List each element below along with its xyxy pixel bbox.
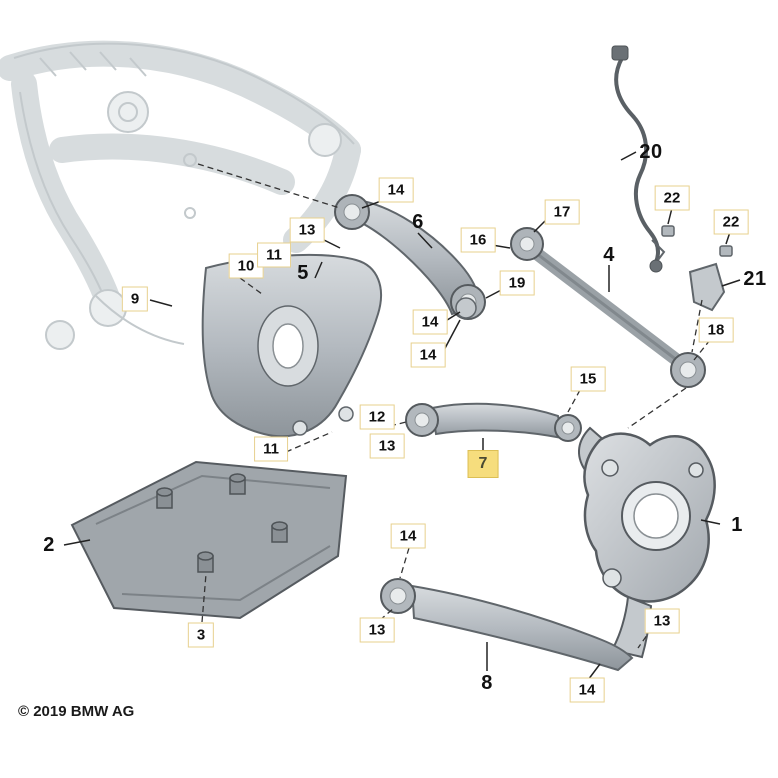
part-21-bracket bbox=[688, 262, 726, 312]
part-1-wheel-carrier bbox=[578, 426, 716, 659]
copyright-text: © 2019 BMW AG bbox=[18, 703, 135, 720]
part-label-11[interactable]: 11 bbox=[254, 436, 288, 462]
part-label-17[interactable]: 17 bbox=[544, 199, 580, 225]
part-label-14[interactable]: 14 bbox=[390, 523, 426, 549]
part-label-14[interactable]: 14 bbox=[569, 677, 605, 703]
part-label-8[interactable]: 8 bbox=[481, 672, 493, 694]
part-label-22[interactable]: 22 bbox=[713, 209, 749, 235]
part-label-6[interactable]: 6 bbox=[412, 211, 424, 233]
part-4-toe-arm bbox=[510, 227, 706, 388]
part-22-clips bbox=[651, 225, 733, 261]
part-label-14[interactable]: 14 bbox=[412, 309, 448, 335]
part-label-13[interactable]: 13 bbox=[369, 433, 405, 459]
part-label-15[interactable]: 15 bbox=[570, 366, 606, 392]
subframe-illustration bbox=[0, 40, 361, 350]
part-3-studs bbox=[156, 473, 288, 573]
part-label-18[interactable]: 18 bbox=[698, 317, 734, 343]
part-label-14[interactable]: 14 bbox=[410, 342, 446, 368]
bushing-stack bbox=[455, 297, 477, 319]
part-7-control-arm bbox=[405, 402, 582, 442]
part-label-1[interactable]: 1 bbox=[731, 514, 743, 536]
part-label-2[interactable]: 2 bbox=[43, 534, 55, 556]
leader-lines-solid bbox=[63, 151, 741, 681]
part-label-7-highlighted[interactable]: 7 bbox=[467, 450, 499, 478]
part-label-22[interactable]: 22 bbox=[654, 185, 690, 211]
part-2-protection-plate bbox=[70, 460, 348, 620]
part-label-4[interactable]: 4 bbox=[603, 244, 615, 266]
part-label-12[interactable]: 12 bbox=[359, 404, 395, 430]
part-label-9[interactable]: 9 bbox=[121, 286, 149, 312]
part-label-16[interactable]: 16 bbox=[460, 227, 496, 253]
part-label-3[interactable]: 3 bbox=[187, 622, 215, 648]
part-label-19[interactable]: 19 bbox=[499, 270, 535, 296]
part-label-13[interactable]: 13 bbox=[644, 608, 680, 634]
part-label-21[interactable]: 21 bbox=[743, 268, 767, 290]
part-label-14[interactable]: 14 bbox=[378, 177, 414, 203]
part-label-20[interactable]: 20 bbox=[639, 141, 663, 163]
part-8-lower-arm bbox=[380, 578, 634, 672]
part-label-13[interactable]: 13 bbox=[359, 617, 395, 643]
part-label-13[interactable]: 13 bbox=[289, 217, 325, 243]
part-20-abs-sensor-cable bbox=[611, 45, 663, 273]
part-5-trailing-arm bbox=[201, 253, 382, 438]
part-label-11[interactable]: 11 bbox=[257, 242, 291, 268]
part-label-5[interactable]: 5 bbox=[297, 262, 309, 284]
